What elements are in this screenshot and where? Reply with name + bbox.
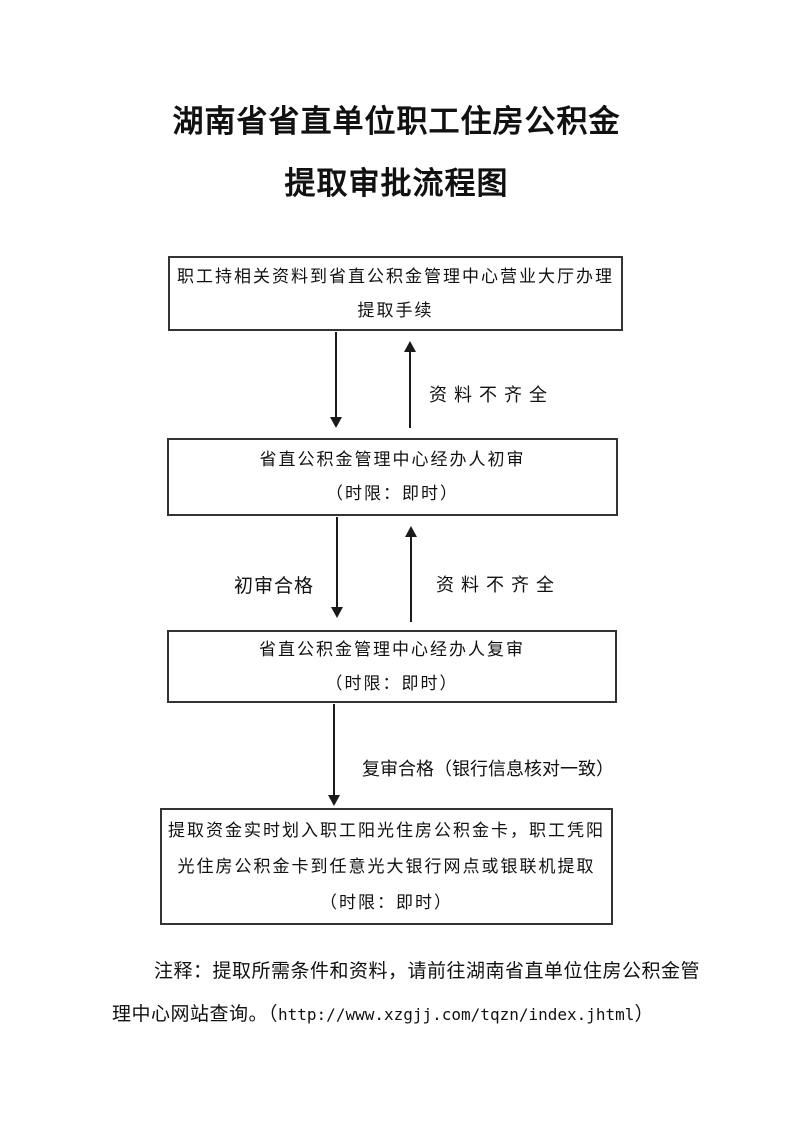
flow-box-apply: 职工持相关资料到省直公积金管理中心营业大厅办理 提取手续	[168, 256, 623, 331]
page-title-line1: 湖南省省直单位职工住房公积金	[172, 104, 621, 140]
edge-label-first-review-passed: 初审合格	[234, 575, 315, 597]
flow-box-first-review: 省直公积金管理中心经办人初审 （时限：即时）	[167, 438, 618, 516]
footnote-line2-text: 理中心网站查询。（	[112, 1003, 279, 1025]
flow-box-disbursement: 提取资金实时划入职工阳光住房公积金卡，职工凭阳 光住房公积金卡到任意光大银行网点…	[160, 808, 613, 925]
flow-box-apply-text-line1: 职工持相关资料到省直公积金管理中心营业大厅办理	[177, 266, 614, 287]
arrow-up-second-review-to-first-review	[405, 526, 417, 622]
edge-label-incomplete-materials-2: 资料不齐全	[436, 575, 561, 596]
flow-box-second-review: 省直公积金管理中心经办人复审 （时限：即时）	[167, 630, 617, 703]
footnote-line2-closing: ）	[634, 1003, 654, 1025]
page-title-line2: 提取审批流程图	[284, 166, 509, 202]
flow-box-apply-text-line2: 提取手续	[357, 300, 434, 321]
flow-box-second-review-text-line2: （时限：即时）	[325, 673, 459, 694]
footnote: 注释：提取所需条件和资料，请前往湖南省直单位住房公积金管 理中心网站查询。（ht…	[112, 950, 732, 1036]
flow-box-disbursement-text-line1: 提取资金实时划入职工阳光住房公积金卡，职工凭阳	[168, 820, 605, 841]
arrow-down-second-review-to-disbursement	[328, 704, 340, 806]
arrow-shaft	[336, 517, 338, 609]
flow-box-disbursement-text-line2: 光住房公积金卡到任意光大银行网点或银联机提取	[177, 856, 596, 877]
arrow-up-head-icon	[405, 526, 417, 537]
flow-box-second-review-text-line1: 省直公积金管理中心经办人复审	[259, 639, 525, 660]
arrow-shaft	[333, 704, 335, 797]
arrow-shaft	[410, 535, 412, 622]
arrow-down-head-icon	[330, 417, 342, 428]
arrow-up-head-icon	[404, 341, 416, 352]
flow-box-first-review-text-line1: 省直公积金管理中心经办人初审	[259, 450, 526, 470]
arrow-down-head-icon	[328, 795, 340, 806]
arrow-down-first-review-to-second-review	[331, 517, 343, 618]
footnote-line1: 注释：提取所需条件和资料，请前往湖南省直单位住房公积金管	[154, 960, 701, 982]
flow-box-disbursement-text-line3: （时限：即时）	[320, 892, 453, 913]
footnote-line2: 理中心网站查询。（http://www.xzgjj.com/tqzn/index…	[112, 993, 732, 1036]
footnote-url: http://www.xzgjj.com/tqzn/index.jhtml	[278, 1005, 635, 1024]
arrow-up-first-review-to-apply	[404, 341, 416, 428]
edge-label-second-review-passed: 复审合格（银行信息核对一致）	[362, 759, 614, 780]
arrow-shaft	[409, 350, 411, 428]
arrow-down-head-icon	[331, 607, 343, 618]
arrow-shaft	[335, 332, 337, 419]
arrow-down-apply-to-first-review	[330, 332, 342, 428]
flow-box-first-review-text-line2: （时限：即时）	[326, 484, 459, 504]
edge-label-incomplete-materials-1: 资料不齐全	[429, 385, 554, 406]
